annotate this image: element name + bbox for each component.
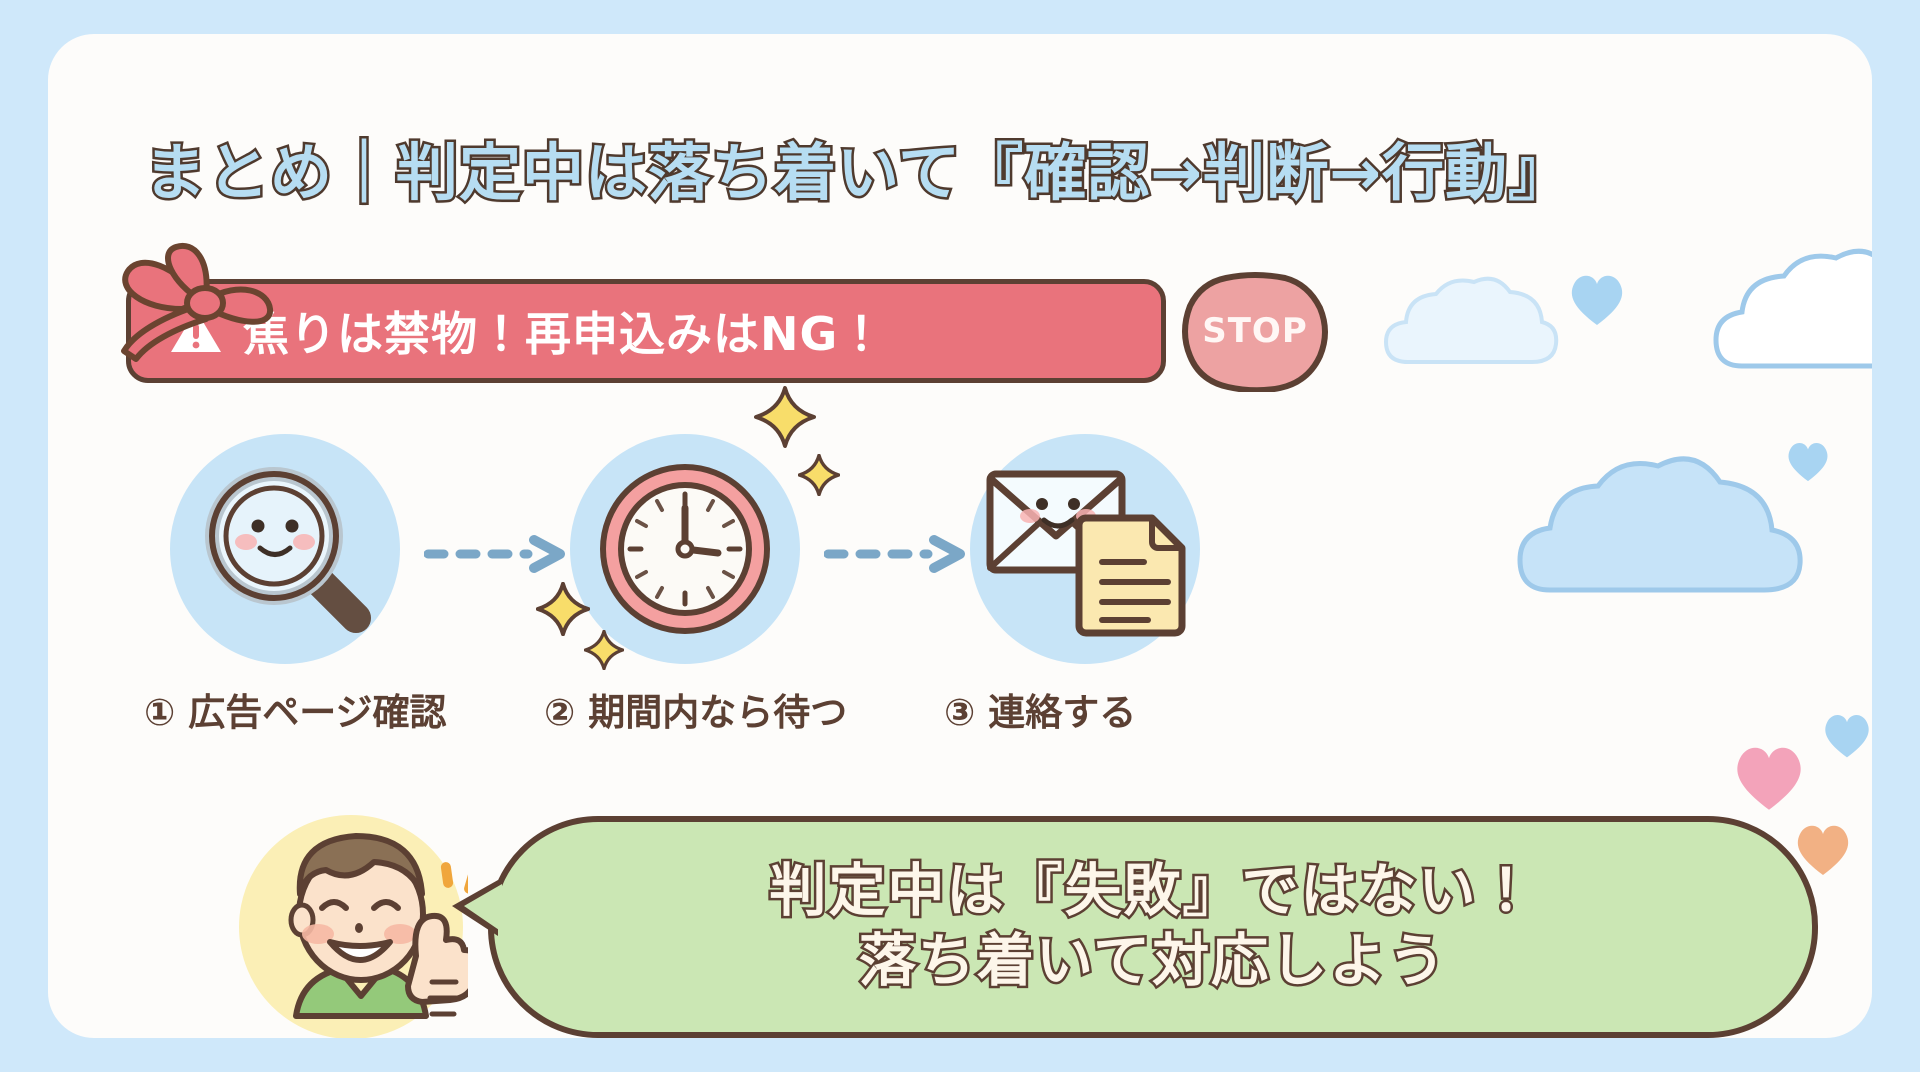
- sparkle-bottom-small-icon: [584, 630, 624, 670]
- sparkle-small-right-icon: [798, 454, 840, 496]
- step-1-icon-circle: [170, 434, 400, 664]
- step-2-label: ② 期間内なら待つ: [544, 691, 848, 734]
- sparkle-large-icon: [754, 386, 816, 448]
- sparkle-bottom-left-icon: [536, 582, 590, 636]
- content-card: まとめ｜判定中は落ち着いて『確認→判断→行動』 焦りは禁物！再申込みはNG！: [48, 34, 1872, 1038]
- warning-banner: 焦りは禁物！再申込みはNG！: [126, 279, 1166, 383]
- speech-bubble-line-2: 落ち着いて対応しよう: [856, 927, 1448, 996]
- cloud-small-top-right: [1383, 276, 1559, 364]
- heart-blue-top-icon: [1571, 275, 1623, 325]
- step-3-label: ③ 連絡する: [944, 691, 1137, 734]
- step-item-1: ① 広告ページ確認: [144, 434, 447, 736]
- speech-bubble-line-1: 判定中は『失敗』ではない！: [767, 857, 1537, 926]
- clock-sparkle-icon: [600, 464, 770, 634]
- step-flow: ① 広告ページ確認: [144, 386, 1444, 754]
- step-item-2: ② 期間内なら待つ: [536, 386, 848, 736]
- step-2-icon-circle: [536, 386, 840, 670]
- page-title: まとめ｜判定中は落ち着いて『確認→判断→行動』: [141, 134, 1572, 212]
- step-1-label: ① 広告ページ確認: [144, 691, 447, 734]
- stop-badge: STOP: [1180, 272, 1330, 394]
- step-3-icon-circle: [970, 434, 1200, 664]
- warning-triangle-icon: [169, 307, 223, 355]
- cloud-large-mid-right: [1517, 456, 1803, 593]
- heart-blue-mid-icon: [1788, 442, 1828, 482]
- envelope-document-icon: [986, 470, 1186, 637]
- arrow-step2-to-step3: [824, 535, 965, 573]
- smiling-boy-thumbs-up-avatar: [239, 815, 468, 1038]
- warning-banner-text: 焦りは禁物！再申込みはNG！: [243, 307, 886, 361]
- heart-pink-bottom-icon: [1737, 747, 1801, 810]
- speech-bubble: 判定中は『失敗』ではない！ 落ち着いて対応しよう: [452, 816, 1818, 1038]
- step-item-3: ③ 連絡する: [944, 434, 1244, 736]
- cloud-large-top-right: [1713, 248, 1872, 369]
- magnifier-smiley-icon: [205, 467, 371, 633]
- heart-blue-bottom-icon: [1825, 714, 1869, 758]
- arrow-step1-to-step2: [424, 535, 565, 573]
- stop-badge-label: STOP: [1202, 311, 1308, 351]
